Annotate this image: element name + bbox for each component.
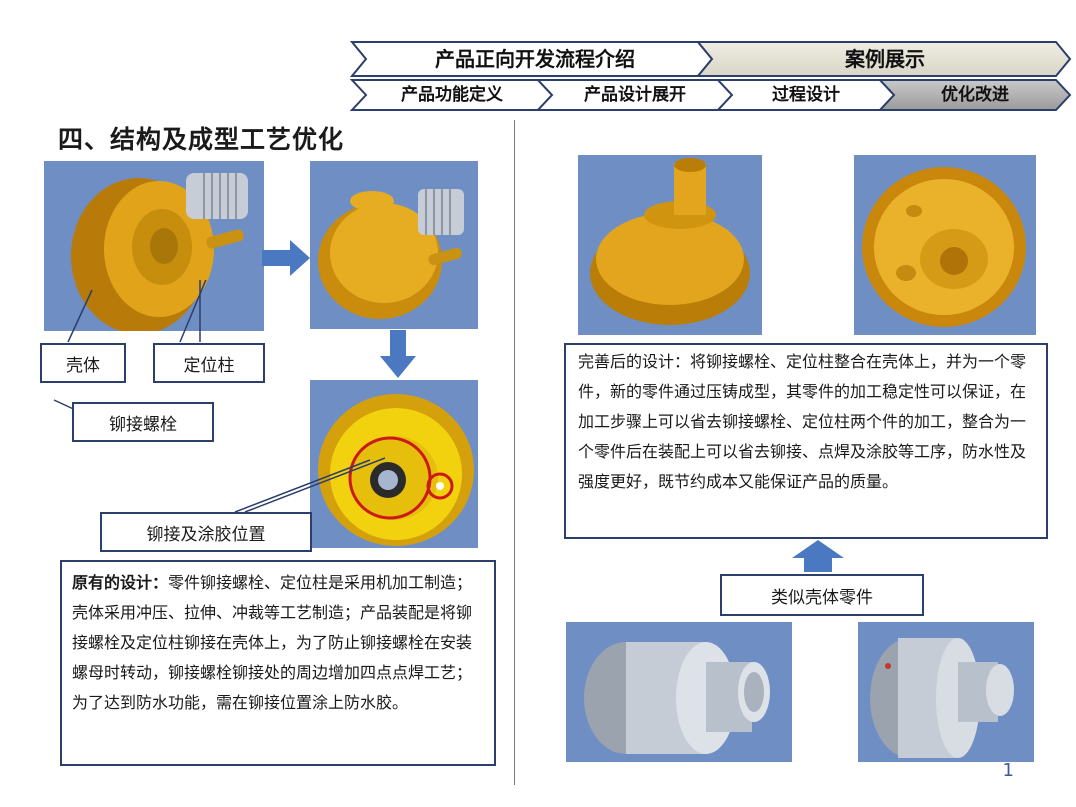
nav-bottom-label-3[interactable]: 过程设计 [772,85,840,105]
nav-bottom-label-1[interactable]: 产品功能定义 [401,85,503,105]
improved-part-outside-image [578,155,762,335]
shell-label: 壳体 [40,343,126,383]
nav-top-chevron-2 [695,41,1072,77]
rivet-label: 铆接螺栓 [72,402,214,442]
rivet-glue-label: 铆接及涂胶位置 [100,512,312,552]
nav-top-label-2[interactable]: 案例展示 [845,47,925,71]
page-number: 1 [1002,760,1014,781]
improved-design-heading: 完善后的设计： [578,352,691,371]
pin-label: 定位柱 [153,343,265,383]
improved-part-inside-image [854,155,1036,335]
original-design-heading: 原有的设计： [72,573,169,592]
improved-design-text: 将铆接螺栓、定位柱整合在壳体上，并为一个零件，新的零件通过压铸成型，其零件的加工… [578,352,1027,491]
nav-bottom-label-4[interactable]: 优化改进 [941,85,1009,105]
right-arrow-icon [262,240,310,276]
similar-part-image-2 [858,622,1034,762]
original-design-box: 原有的设计：零件铆接螺栓、定位柱是采用机加工制造；壳体采用冲压、拉伸、冲裁等工艺… [60,560,496,766]
shell-parts-image [44,161,264,331]
nav-bottom-chevron-4 [877,79,1072,111]
similar-part-image-1 [566,622,792,762]
rivet-position-image [310,380,478,548]
assembled-image [310,161,478,329]
original-design-text: 零件铆接螺栓、定位柱是采用机加工制造；壳体采用冲压、拉伸、冲裁等工艺制造；产品装… [72,573,473,712]
similar-shell-label: 类似壳体零件 [720,574,924,616]
down-arrow-icon [380,330,416,378]
improved-design-box: 完善后的设计：将铆接螺栓、定位柱整合在壳体上，并为一个零件，新的零件通过压铸成型… [564,343,1048,539]
leader-lines [53,280,386,513]
nav-top-label-1[interactable]: 产品正向开发流程介绍 [435,47,635,71]
nav-shapes [349,41,1072,111]
page-title: 四、结构及成型工艺优化 [58,125,345,154]
nav-bottom-label-2[interactable]: 产品设计展开 [584,85,686,105]
up-arrow-icon [792,540,844,572]
vertical-divider [514,120,515,785]
